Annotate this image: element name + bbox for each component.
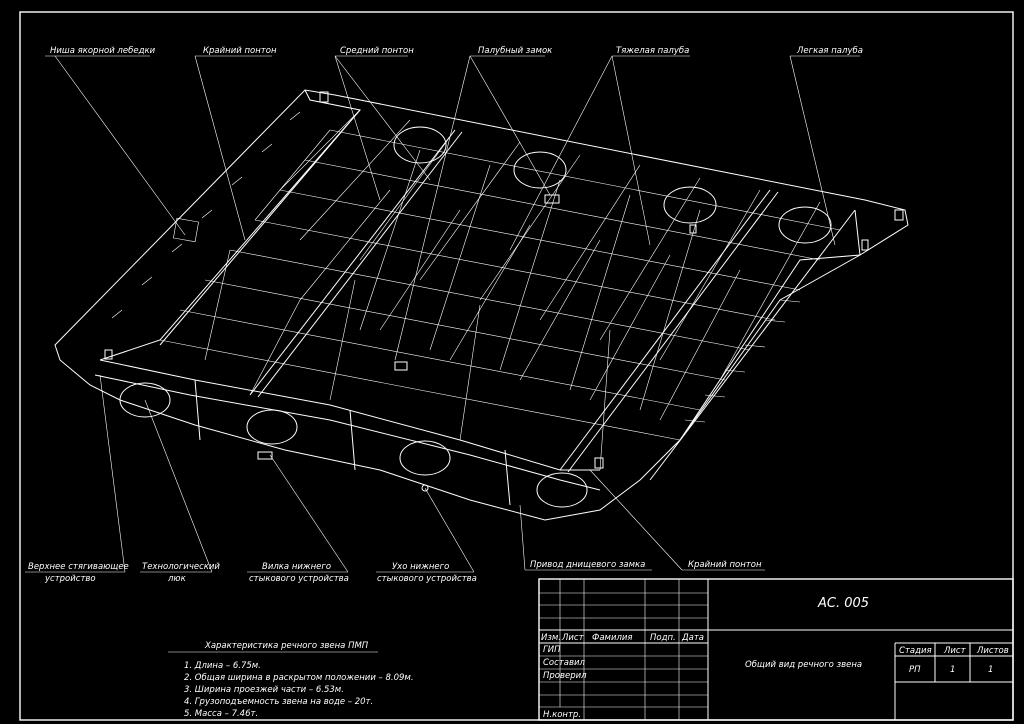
sheet-value: 1 [950,665,955,675]
hatch-4 [536,472,588,508]
deck-truss [159,109,841,471]
fittings [104,91,904,492]
role-compiled: Составил [543,658,586,668]
rail-5 [567,191,779,473]
spec-item-2: 2. Общая ширина в раскрытом положении – … [184,673,414,683]
rail-6 [649,209,856,481]
rail-1 [159,109,361,346]
spec-item-5: 5. Масса – 7.46т. [184,709,258,719]
callout-lower-ear-1: Ухо нижнего [392,562,449,572]
callout-outer-pontoon-bottom: Крайний понтон [688,560,762,570]
callout-upper-tie-2: устройство [44,574,96,584]
hatches [119,126,832,508]
role-gip: ГИП [543,645,561,655]
winch-niche-2 [513,151,567,189]
leaders [25,55,860,573]
callout-middle-pontoon: Средний понтон [340,46,414,56]
spec-item-1: 1. Длина – 6.75м. [184,661,261,671]
sheets-label: Листов [976,646,1009,656]
winch-niche-3 [663,186,717,224]
specs-title: Характеристика речного звена ПМП [204,641,369,651]
callout-tech-hatch-1: Технологический [142,562,220,572]
deck-outline [54,89,909,521]
callout-anchor-winch-niche: Ниша якорной лебедки [50,46,156,56]
rail-2 [249,129,456,396]
callout-bottom-lock-drive: Привод днищевого замка [530,560,645,570]
role-norm-control: Н.контр. [543,710,581,720]
callout-lower-fork-1: Вилка нижнего [262,562,331,572]
header-familiya: Фамилия [592,633,633,643]
stage-value: РП [909,665,921,675]
callout-deck-lock: Палубный замок [478,46,553,56]
sheet-title: Общий вид речного звена [745,660,862,670]
callout-lower-ear-2: стыкового устройства [377,574,477,584]
callout-heavy-deck: Тяжелая палуба [616,46,689,56]
callout-lower-fork-2: стыкового устройства [249,574,349,584]
sheet-frame [19,11,1014,721]
stage-label: Стадия [899,646,932,656]
outer-pontoon-front [94,374,601,491]
spec-item-4: 4. Грузоподъемность звена на воде – 20т. [184,697,373,707]
callouts: Ниша якорной лебедки Крайний понтон Сред… [28,46,863,584]
deck-front-edge [99,359,600,471]
sheets-value: 1 [988,665,993,675]
hatch-1 [119,382,171,418]
header-data: Дата [681,633,704,643]
header-izm: Изм. [541,633,561,643]
side-slots [111,111,801,423]
rail-4 [559,189,771,471]
spec-item-3: 3. Ширина проезжей части – 6.53м. [184,685,344,695]
hatch-3 [399,440,451,476]
sheet-label: Лист [943,646,967,656]
drawing-code: АС. 005 [817,596,869,611]
header-podp: Подп. [650,633,676,643]
hatch-2 [246,409,298,445]
specs-block: Характеристика речного звена ПМП 1. Длин… [168,641,414,719]
bulkheads [194,379,511,506]
winch-niche-1 [393,126,447,164]
callout-light-deck: Легкая палуба [796,46,863,56]
callout-upper-tie-1: Верхнее стягивающее [28,562,129,572]
header-list: Лист [561,633,585,643]
callout-outer-pontoon-top: Крайний понтон [203,46,277,56]
callout-tech-hatch-2: люк [167,574,187,584]
title-block: АС. 005 Общий вид речного звена Изм. Лис… [538,578,1014,721]
winch-niche-4 [778,206,832,244]
pontoon-link-drawing [54,89,909,521]
role-checked: Проверил [543,671,587,681]
right-side-skirt [679,209,861,441]
anchor-winch-niche [173,217,199,243]
rail-3 [257,131,463,398]
